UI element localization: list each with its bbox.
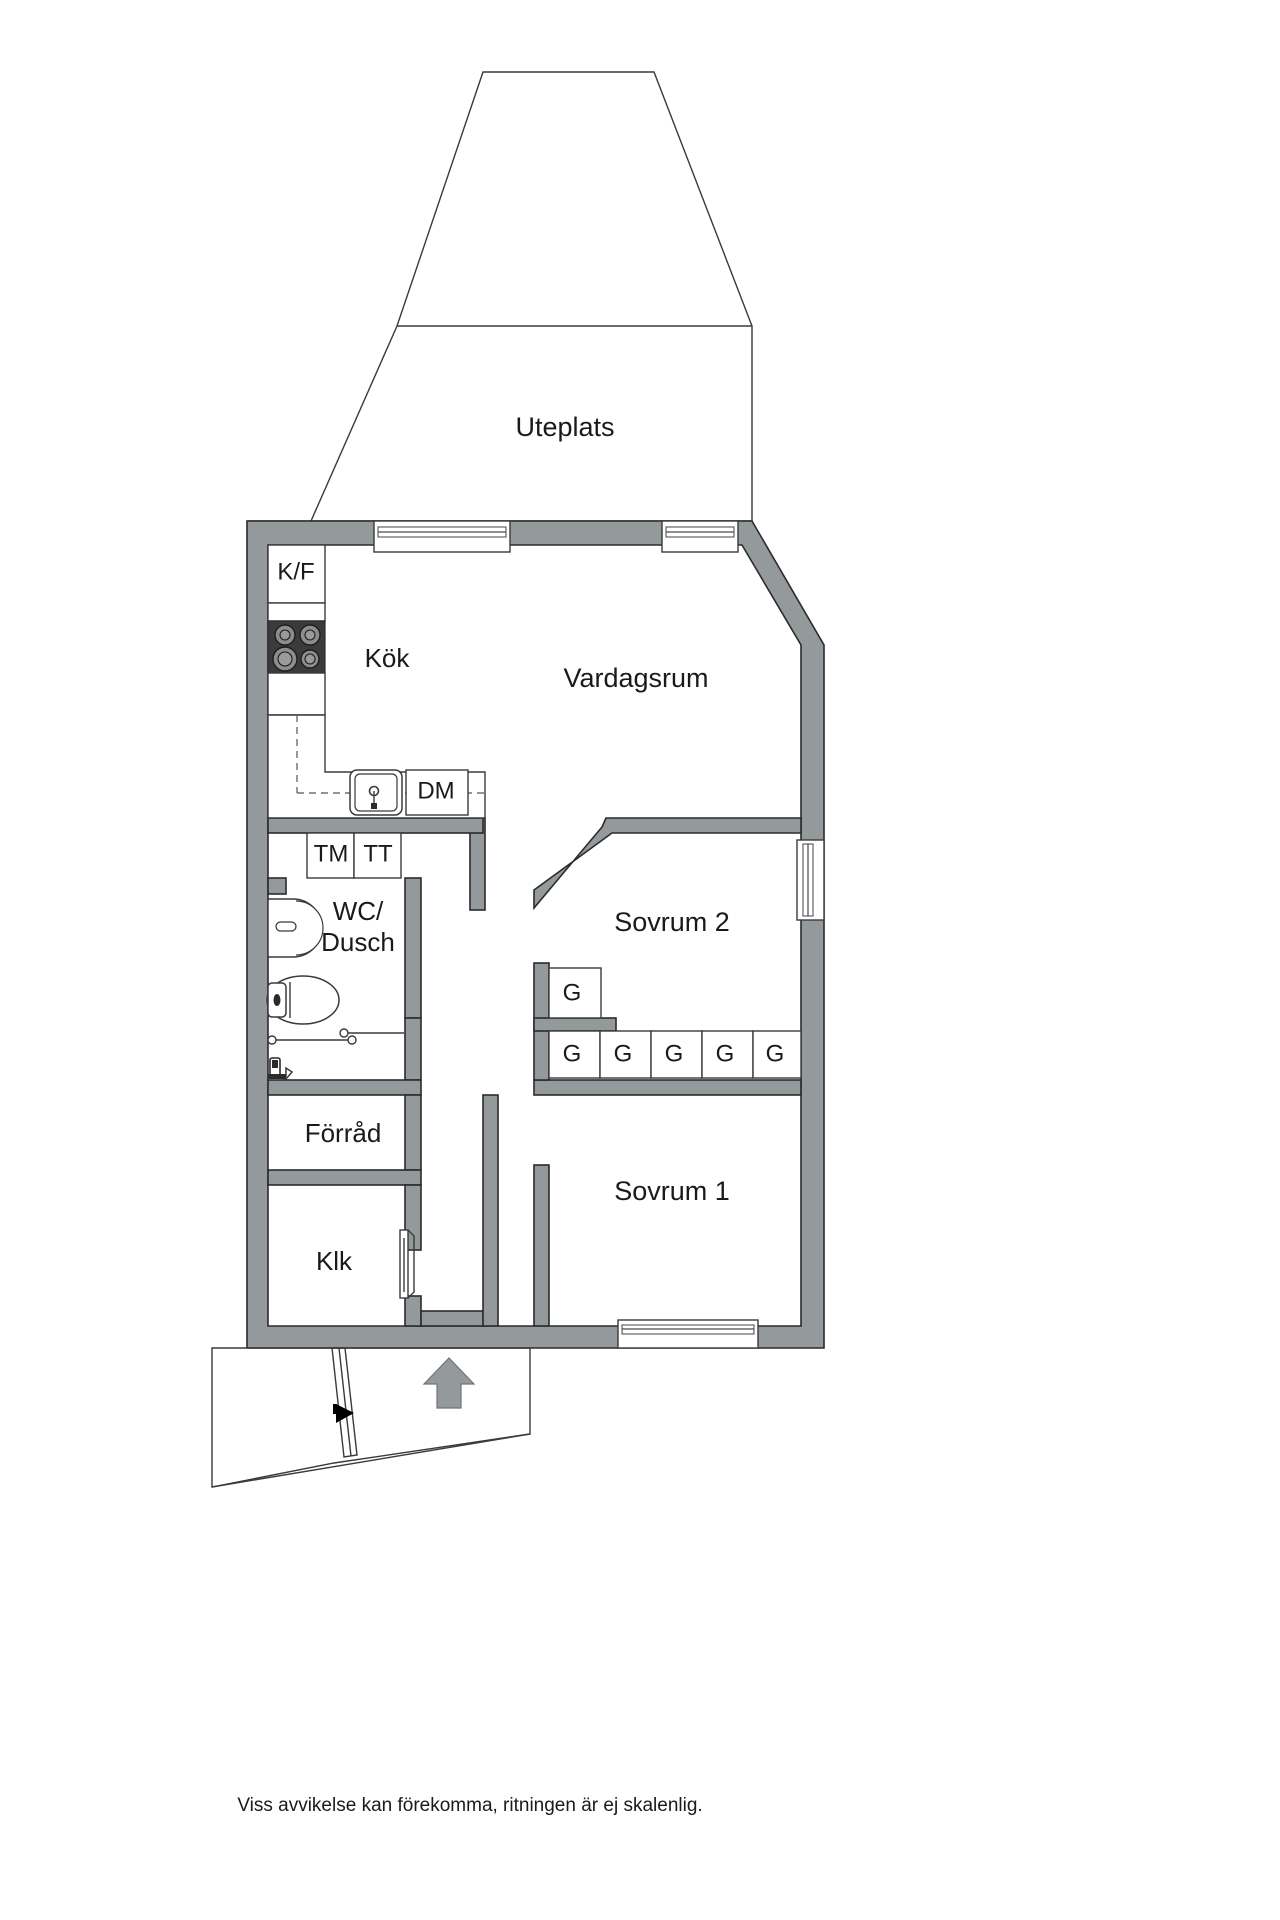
klk-door: [399, 1229, 415, 1299]
wardrobe-label-5: G: [716, 1040, 735, 1067]
appliance-label-washing-machine: TM: [314, 840, 349, 867]
kitchen-units: [267, 544, 486, 819]
appliance-label-dishwasher: DM: [417, 777, 454, 804]
room-label-forrad: Förråd: [305, 1118, 382, 1148]
uteplats-outline: [247, 71, 753, 522]
wardrobe-units: [548, 967, 802, 1079]
shower-mixer-icon: [267, 1057, 294, 1080]
wardrobe-label-4: G: [665, 1040, 684, 1067]
shower-rail-icon: [267, 1028, 404, 1045]
room-label-wc-dusch-line2: Dusch: [321, 927, 395, 957]
laundry-units: [306, 832, 402, 879]
window-sovrum2: [796, 839, 825, 921]
room-label-vardagsrum: Vardagsrum: [563, 663, 708, 693]
room-label-sovrum2: Sovrum 2: [614, 907, 730, 937]
wardrobe-label-2: G: [563, 1040, 582, 1067]
toilet-icon: [266, 975, 340, 1025]
wardrobe-label-1: G: [563, 979, 582, 1006]
window-livingroom: [661, 520, 739, 553]
room-label-kok: Kök: [365, 643, 411, 673]
room-label-sovrum1: Sovrum 1: [614, 1176, 730, 1206]
window-openings-cutouts: [374, 522, 824, 1348]
appliance-label-fridge-freezer: K/F: [277, 558, 314, 585]
wardrobe-label-3: G: [614, 1040, 633, 1067]
entrance-platform: [211, 1347, 531, 1488]
wardrobe-label-6: G: [766, 1040, 785, 1067]
kitchen-sink-icon: [349, 769, 403, 816]
room-label-klk: Klk: [316, 1246, 353, 1276]
room-label-uteplats: Uteplats: [515, 412, 614, 442]
interior-walls: [267, 817, 802, 1327]
window-sovrum1: [617, 1319, 759, 1349]
window-kitchen: [373, 520, 511, 553]
wash-basin-icon: [267, 898, 324, 958]
appliance-label-tumble-dryer: TT: [363, 840, 393, 867]
entrance-direction-arrow: [422, 1357, 476, 1409]
drawing-caption: Viss avvikelse kan förekomma, ritningen …: [237, 1795, 702, 1816]
entrance-door: [331, 1347, 358, 1458]
room-label-wc-dusch-line1: WC/: [333, 896, 384, 926]
